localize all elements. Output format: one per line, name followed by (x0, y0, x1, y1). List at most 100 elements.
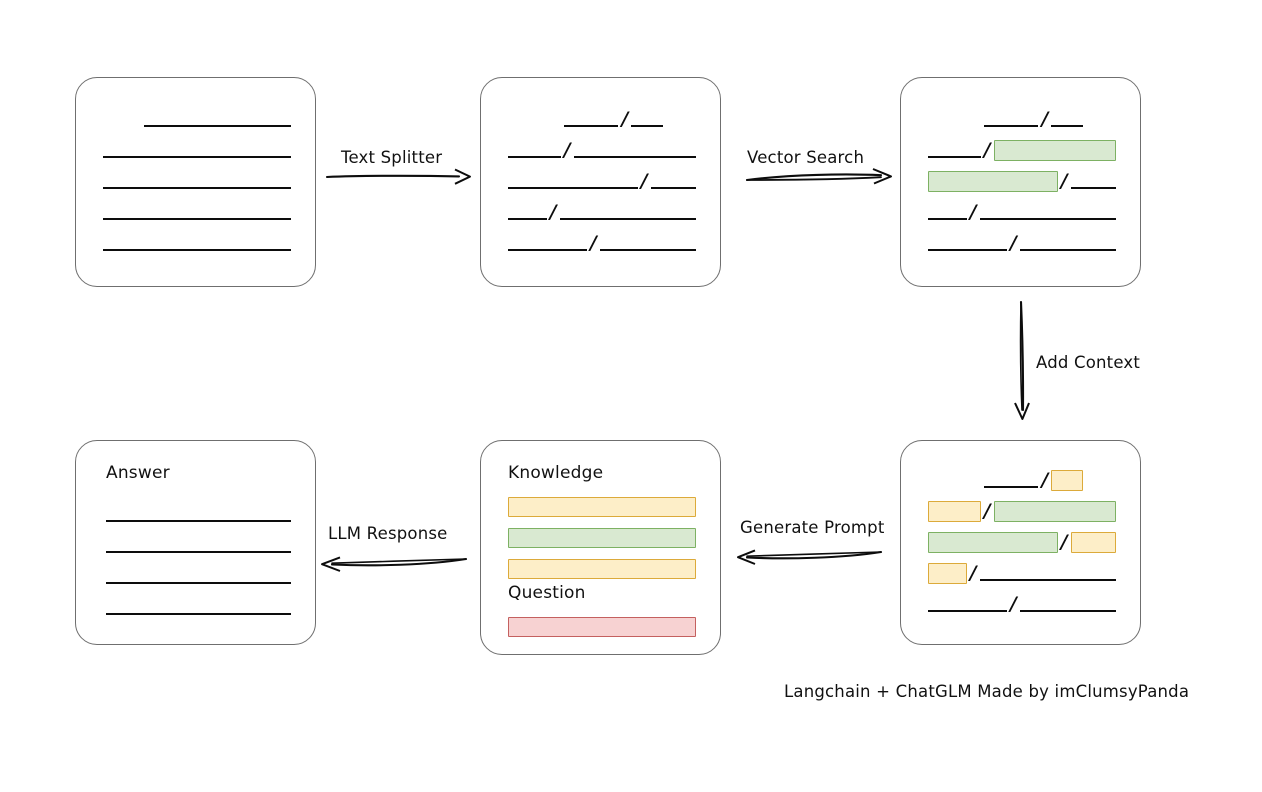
chunk-separator: / (969, 201, 977, 223)
text-rule (599, 249, 696, 251)
chunk-separator: / (1009, 232, 1017, 254)
arrow-label-add-context: Add Context (1036, 353, 1141, 372)
document-line: / (901, 469, 1140, 491)
chunk-separator: / (983, 500, 991, 522)
arrow-vector-search (745, 168, 892, 185)
text-rule (979, 579, 1116, 581)
arrow-label-text-splitter: Text Splitter (341, 148, 443, 167)
document-line: / (901, 170, 1140, 192)
chunk-separator: / (589, 232, 597, 254)
knowledge-bar (508, 559, 696, 579)
document-line: / (901, 232, 1140, 254)
document-line: / (901, 201, 1140, 223)
text-rule (928, 156, 981, 158)
chunk-separator: / (1041, 108, 1049, 130)
chunk-separator: / (549, 201, 557, 223)
text-rule (573, 156, 696, 158)
text-rule (508, 249, 587, 251)
text-rule (928, 249, 1007, 251)
text-rule (508, 218, 547, 220)
context-chunk (1051, 469, 1084, 491)
text-rule (1019, 610, 1116, 612)
footer-credit: Langchain + ChatGLM Made by imClumsyPand… (784, 682, 1190, 701)
knowledge-bar (508, 528, 696, 548)
chunk-separator: / (1009, 593, 1017, 615)
text-rule (103, 218, 291, 220)
document-line: / (901, 139, 1140, 161)
matched-chunk (928, 170, 1058, 192)
document-line (76, 232, 315, 254)
text-rule (106, 613, 291, 615)
text-rule (106, 582, 291, 584)
document-line (76, 108, 315, 130)
answer-line (76, 503, 315, 525)
document-line: / (481, 201, 720, 223)
source-document-box (75, 77, 316, 287)
arrow-text-splitter (325, 168, 471, 185)
answer-label: Answer (106, 463, 170, 483)
text-rule (144, 125, 291, 127)
document-line: / (481, 232, 720, 254)
matched-chunk (993, 500, 1116, 522)
arrow-label-llm-response: LLM Response (328, 524, 448, 543)
chunk-separator: / (983, 139, 991, 161)
context-chunk (928, 500, 981, 522)
split-document-box: / / / / / (480, 77, 721, 287)
text-rule (928, 218, 967, 220)
chunk-separator: / (1041, 469, 1049, 491)
text-rule (508, 156, 561, 158)
text-rule (1051, 125, 1084, 127)
document-line: / (901, 531, 1140, 553)
chunk-separator: / (969, 562, 977, 584)
text-rule (979, 218, 1116, 220)
text-rule (103, 156, 291, 158)
question-bar (508, 617, 696, 637)
document-line: / (901, 593, 1140, 615)
chunk-separator: / (563, 139, 571, 161)
document-line: / (901, 108, 1140, 130)
chunk-separator: / (1060, 170, 1068, 192)
arrow-label-generate-prompt: Generate Prompt (740, 518, 885, 537)
arrow-llm-response (321, 556, 468, 572)
text-rule (508, 187, 638, 189)
context-chunk (1070, 531, 1116, 553)
text-rule (559, 218, 696, 220)
knowledge-bar (508, 497, 696, 517)
answer-line (76, 565, 315, 587)
arrow-label-vector-search: Vector Search (747, 148, 865, 167)
arrow-add-context (1014, 300, 1030, 420)
answer-line (76, 596, 315, 618)
chunk-separator: / (621, 108, 629, 130)
answer-line (76, 534, 315, 556)
matched-chunk (928, 531, 1058, 553)
context-chunk (928, 562, 967, 584)
prompt-box: Knowledge Question (480, 440, 721, 655)
document-line (76, 139, 315, 161)
text-rule (103, 249, 291, 251)
document-line: / (901, 562, 1140, 584)
document-line: / (481, 108, 720, 130)
text-rule (984, 125, 1039, 127)
knowledge-label: Knowledge (508, 463, 604, 483)
document-line: / (901, 500, 1140, 522)
document-line: / (481, 170, 720, 192)
matched-chunk (993, 139, 1116, 161)
text-rule (106, 551, 291, 553)
text-rule (928, 610, 1007, 612)
text-rule (650, 187, 696, 189)
text-rule (564, 125, 619, 127)
document-line: / (481, 139, 720, 161)
context-document-box: / / / / / (900, 440, 1141, 645)
text-rule (1019, 249, 1116, 251)
document-line (76, 170, 315, 192)
text-rule (1070, 187, 1116, 189)
chunk-separator: / (640, 170, 648, 192)
retrieved-document-box: / / / / / (900, 77, 1141, 287)
answer-box: Answer (75, 440, 316, 645)
text-rule (103, 187, 291, 189)
question-label: Question (508, 583, 586, 603)
text-rule (984, 486, 1039, 488)
text-rule (631, 125, 664, 127)
document-line (76, 201, 315, 223)
